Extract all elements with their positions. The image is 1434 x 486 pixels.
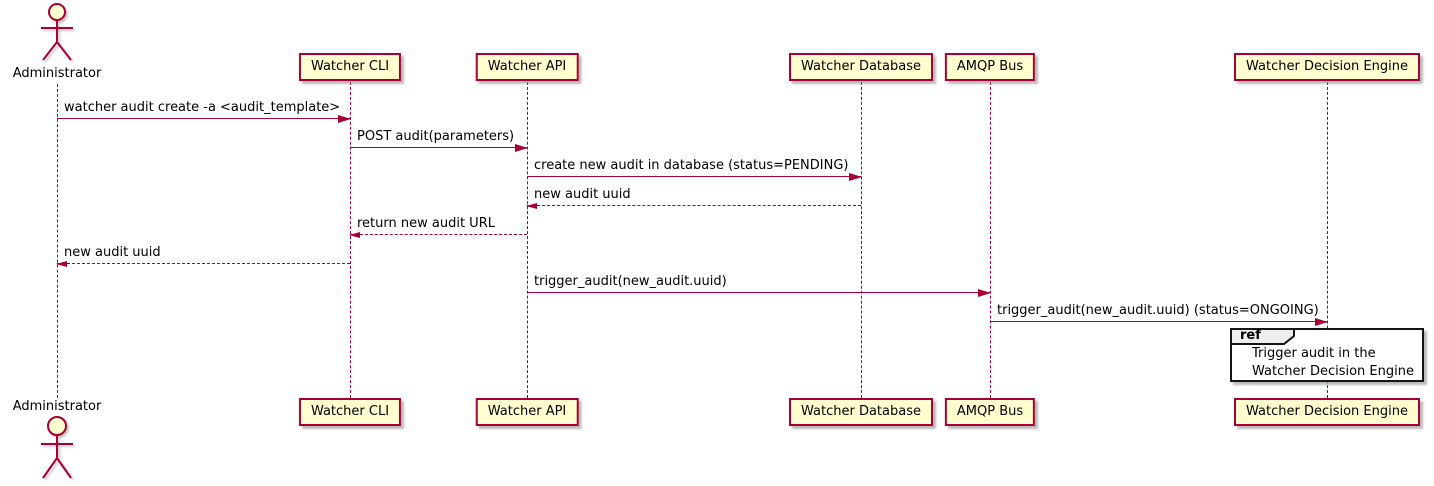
- message-label: new audit uuid: [534, 187, 631, 202]
- ref-tab: ref: [1230, 328, 1296, 345]
- arrowhead-right-icon: [849, 173, 862, 181]
- message-trigger-audit-ongoing: trigger_audit(new_audit.uuid) (status=ON…: [990, 302, 1328, 326]
- lifeline-watcher-decision-engine: [1327, 82, 1328, 398]
- arrowhead-right-icon: [1315, 318, 1328, 326]
- arrowhead-right-icon: [515, 144, 528, 152]
- arrowhead-right-icon: [978, 289, 991, 297]
- participant-amqp-bus-bottom: AMQP Bus: [944, 398, 1036, 426]
- ref-text-line1: Trigger audit in the: [1252, 346, 1376, 361]
- participant-watcher-database-bottom: Watcher Database: [789, 398, 933, 426]
- actor-label-top: Administrator: [12, 66, 102, 81]
- arrowhead-left-icon: [349, 232, 360, 238]
- lifeline-watcher-database: [861, 82, 862, 398]
- ref-keyword: ref: [1240, 328, 1261, 343]
- message-new-audit-uuid-return: new audit uuid: [526, 186, 861, 209]
- ref-fragment: ref Trigger audit in the Watcher Decisio…: [1230, 328, 1424, 382]
- lifeline-watcher-cli: [350, 82, 351, 398]
- ref-text: Trigger audit in the Watcher Decision En…: [1252, 345, 1414, 380]
- actor-icon: [41, 416, 73, 479]
- actor-icon: [41, 3, 73, 61]
- message-label: trigger_audit(new_audit.uuid) (status=ON…: [997, 303, 1319, 318]
- participant-amqp-bus-top: AMQP Bus: [944, 53, 1036, 81]
- message-return-audit-url: return new audit URL: [349, 215, 527, 238]
- message-new-audit-uuid-admin: new audit uuid: [56, 244, 350, 267]
- message-create-audit-db: create new audit in database (status=PEN…: [527, 157, 862, 181]
- message-post-audit: POST audit(parameters): [350, 128, 528, 152]
- ref-tab-pentagon-icon: [1230, 328, 1295, 345]
- message-audit-create: watcher audit create -a <audit_template>: [57, 99, 351, 123]
- arrowhead-left-icon: [56, 261, 67, 267]
- message-label: new audit uuid: [64, 245, 161, 260]
- message-label: return new audit URL: [357, 216, 495, 231]
- ref-text-line2: Watcher Decision Engine: [1252, 363, 1414, 379]
- participant-watcher-decision-engine-bottom: Watcher Decision Engine: [1234, 398, 1420, 426]
- arrowhead-right-icon: [338, 115, 351, 123]
- participant-watcher-cli-top: Watcher CLI: [298, 53, 402, 81]
- participant-watcher-decision-engine-top: Watcher Decision Engine: [1234, 53, 1420, 81]
- message-label: create new audit in database (status=PEN…: [534, 158, 849, 173]
- message-trigger-audit: trigger_audit(new_audit.uuid): [527, 273, 991, 297]
- actor-label-bottom: Administrator: [12, 399, 102, 414]
- message-label: trigger_audit(new_audit.uuid): [534, 274, 727, 289]
- lifeline-watcher-api: [527, 82, 528, 398]
- message-label: watcher audit create -a <audit_template>: [64, 100, 341, 115]
- lifeline-amqp-bus: [990, 82, 991, 398]
- participant-watcher-api-top: Watcher API: [475, 53, 579, 81]
- lifeline-administrator: [57, 84, 58, 398]
- message-label: POST audit(parameters): [357, 129, 515, 144]
- participant-watcher-cli-bottom: Watcher CLI: [298, 398, 402, 426]
- arrowhead-left-icon: [526, 203, 537, 209]
- participant-watcher-database-top: Watcher Database: [789, 53, 933, 81]
- participant-watcher-api-bottom: Watcher API: [475, 398, 579, 426]
